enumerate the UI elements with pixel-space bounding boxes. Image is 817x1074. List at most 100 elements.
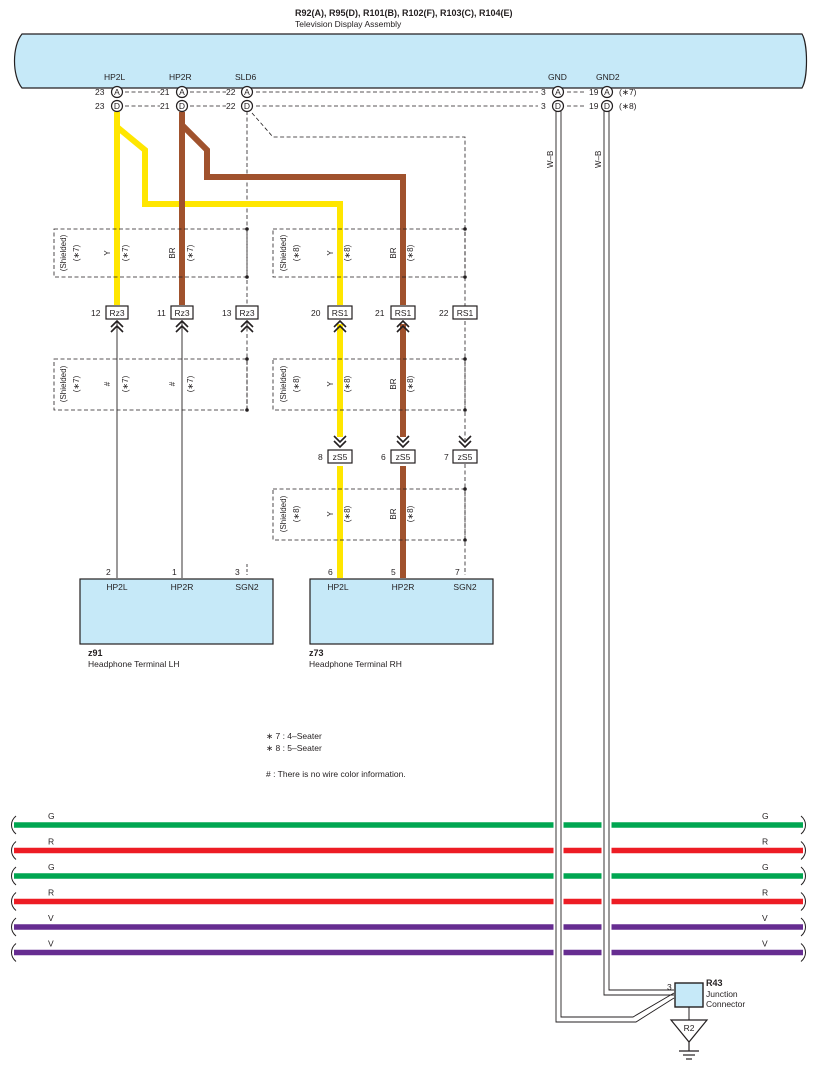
bus-break-right-4 xyxy=(800,892,806,911)
svg-text:A: A xyxy=(114,87,120,97)
pin-rs1-20: 20 xyxy=(311,308,321,318)
shield-note-4: (∗8) xyxy=(292,375,301,392)
wire-note-y-4: (∗8) xyxy=(343,505,352,522)
shielded-label-3: (Shielded) xyxy=(59,365,68,402)
ground-point-triangle xyxy=(669,1019,709,1043)
tv-pin-sld6-a: A xyxy=(240,85,254,99)
shielded-label-1: (Shielded) xyxy=(59,234,68,271)
wire-note-br-2: (∗8) xyxy=(406,244,415,261)
thin-wires-lh xyxy=(116,322,183,578)
wire-color-y-3: Y xyxy=(326,381,335,387)
svg-text:RS1: RS1 xyxy=(395,308,412,318)
svg-text:RS1: RS1 xyxy=(332,308,349,318)
z73-label-sgn2: SGN2 xyxy=(453,582,476,592)
tv-pin-note-gnd2-a: (∗7) xyxy=(619,87,637,97)
tv-pin-num-gnd2-a: 19 xyxy=(589,87,599,97)
wire-color-hash-1: # xyxy=(103,381,112,386)
junction-line1: Junction xyxy=(706,989,738,999)
svg-text:A: A xyxy=(244,87,250,97)
tv-pin-num-sld6-d: 22 xyxy=(226,101,236,111)
header-title: R92(A), R95(D), R101(B), R102(F), R103(C… xyxy=(295,8,513,18)
headphone-terminal-lh-box xyxy=(79,578,274,645)
z91-pin-1: 2 xyxy=(106,567,111,577)
pin-rs1-22: 22 xyxy=(439,308,449,318)
wire-color-br-4: BR xyxy=(389,508,398,519)
wire-note-hash-1: (∗7) xyxy=(121,375,130,392)
svg-text:D: D xyxy=(244,101,250,111)
chevron-up-icons xyxy=(110,319,410,333)
ground-icon xyxy=(679,1042,699,1060)
wb-wire-gnd xyxy=(555,111,675,1023)
connector-zs5: zS5 zS5 zS5 xyxy=(327,449,478,464)
tv-pin-num-gnd-d: 3 xyxy=(541,101,546,111)
svg-text:zS5: zS5 xyxy=(458,452,473,462)
wire-note-br-3: (∗8) xyxy=(406,375,415,392)
shield-note-2: (∗8) xyxy=(292,244,301,261)
ground-point-label: R2 xyxy=(684,1023,695,1033)
pin-zs5-7: 7 xyxy=(444,452,449,462)
shield-box-upper-rh xyxy=(272,228,466,278)
tv-pin-num-gnd2-d: 19 xyxy=(589,101,599,111)
shielded-label-2: (Shielded) xyxy=(279,234,288,271)
wire-color-br-1: BR xyxy=(168,247,177,258)
wire-note-hash-2: (∗7) xyxy=(186,375,195,392)
wire-color-y-4: Y xyxy=(326,511,335,517)
tv-pin-label-gnd: GND xyxy=(548,72,567,82)
tv-pin-link-lines xyxy=(125,91,584,107)
legend-note-8: ∗ 8 : 5–Seater xyxy=(266,743,322,753)
bus-label-l-5: V xyxy=(48,913,54,923)
z91-pin-2: 1 xyxy=(172,567,177,577)
junction-connector-box xyxy=(674,982,704,1008)
junction-line2: Connector xyxy=(706,999,745,1009)
shielded-bundles xyxy=(53,228,466,541)
svg-text:RS1: RS1 xyxy=(457,308,474,318)
bus-label-l-6: V xyxy=(48,939,54,949)
z91-code: z91 xyxy=(88,648,103,658)
tv-pin-num-hp2r-d: 21 xyxy=(160,101,170,111)
z91-label-hp2l: HP2L xyxy=(106,582,128,592)
bus-break-right-3 xyxy=(800,866,806,886)
legend-hash-note: # : There is no wire color information. xyxy=(266,769,406,779)
svg-text:A: A xyxy=(555,87,561,97)
tv-pin-hp2r-a: A xyxy=(175,85,189,99)
chevron-down-icons xyxy=(333,435,472,449)
tv-pin-label-sld6: SLD6 xyxy=(235,72,257,82)
pin-rz3-13: 13 xyxy=(222,308,232,318)
pin-rs1-21: 21 xyxy=(375,308,385,318)
tv-pin-gnd-d: D xyxy=(551,99,565,113)
z73-pin-3: 7 xyxy=(455,567,460,577)
bus-break-left-4 xyxy=(11,892,17,911)
tv-pin-label-gnd2: GND2 xyxy=(596,72,620,82)
z91-label-sgn2: SGN2 xyxy=(235,582,258,592)
bus-label-r-5: V xyxy=(762,913,768,923)
tv-display-assembly-box xyxy=(13,33,808,89)
wire-color-br-2: BR xyxy=(389,247,398,258)
tv-pin-label-hp2l: HP2L xyxy=(104,72,126,82)
pin-zs5-8: 8 xyxy=(318,452,323,462)
svg-text:Rz3: Rz3 xyxy=(239,308,254,318)
z91-label-hp2r: HP2R xyxy=(171,582,194,592)
z73-pin-2: 5 xyxy=(391,567,396,577)
tv-pin-sld6-d: D xyxy=(240,99,254,113)
bus-break-left-6 xyxy=(11,943,17,962)
bus-label-l-4: R xyxy=(48,888,54,898)
pin-rz3-11: 11 xyxy=(157,308,166,318)
z91-pin-3: 3 xyxy=(235,567,240,577)
tv-pin-num-gnd-a: 3 xyxy=(541,87,546,97)
svg-text:D: D xyxy=(604,101,610,111)
tv-pin-num-hp2l-d: 23 xyxy=(95,101,105,111)
tv-pin-num-sld6-a: 22 xyxy=(226,87,236,97)
svg-text:Rz3: Rz3 xyxy=(109,308,124,318)
wire-color-br-3: BR xyxy=(389,378,398,389)
wire-note-br-1: (∗7) xyxy=(186,244,195,261)
bus-break-left-2 xyxy=(11,841,17,860)
legend-note-7: ∗ 7 : 4–Seater xyxy=(266,731,322,741)
bus-break-left-1 xyxy=(11,815,17,835)
bus-break-right-2 xyxy=(800,841,806,860)
shield-box-bottom-rh xyxy=(272,488,466,541)
headphone-terminal-rh-box xyxy=(309,578,494,645)
wire-color-y-1: Y xyxy=(103,250,112,256)
bus-break-right-5 xyxy=(800,917,806,937)
tv-pin-note-gnd2-d: (∗8) xyxy=(619,101,637,111)
